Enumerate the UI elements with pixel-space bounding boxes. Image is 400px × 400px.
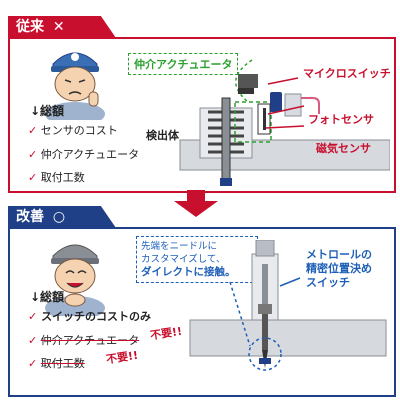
after-tab-mark: ○	[52, 209, 66, 225]
after-item-1-label: スイッチのコストのみ	[41, 310, 152, 323]
check-icon: ✓	[28, 310, 38, 323]
metrol-switch-label: メトロールの 精密位置決め スイッチ	[306, 248, 372, 290]
after-item-2-label: 仲介アクチュエータ	[40, 334, 140, 347]
after-total-label: ↓総額	[30, 290, 65, 304]
needle-note-line-1: 先端をニードルに	[141, 241, 218, 252]
metrol-line-2: 精密位置決め	[306, 262, 372, 275]
check-icon: ✓	[28, 334, 38, 347]
after-item-3: ✓ 取付工数	[28, 355, 85, 371]
smiling-worker-illustration	[45, 244, 105, 316]
down-arrow-icon	[174, 190, 218, 217]
after-item-3-label: 取付工数	[40, 357, 85, 370]
before-total-label: ↓総額	[30, 104, 65, 118]
actuator-callout: 仲介アクチュエータ	[128, 53, 239, 75]
after-item-2: ✓ 仲介アクチュエータ	[28, 332, 139, 348]
check-icon: ✓	[28, 357, 38, 370]
before-mechanism-diagram	[179, 59, 390, 186]
before-tab-mark: ✕	[52, 19, 65, 35]
worried-worker-illustration	[45, 52, 105, 120]
before-tab-label: 従来	[16, 19, 44, 35]
needle-note-line-2: カスタマイズして、	[141, 254, 226, 265]
before-item-3-label: 取付工数	[40, 171, 85, 184]
check-icon: ✓	[28, 171, 38, 184]
check-icon: ✓	[28, 124, 38, 137]
actuator-callout-label: 仲介アクチュエータ	[134, 58, 233, 71]
metrol-line-3: スイッチ	[306, 276, 350, 289]
before-item-1: ✓ センサのコスト	[28, 122, 118, 138]
before-item-2: ✓ 仲介アクチュエータ	[28, 146, 139, 162]
after-tab-label: 改善	[16, 209, 44, 225]
after-item-1: ✓ スイッチのコストのみ	[28, 308, 151, 324]
before-item-2-label: 仲介アクチュエータ	[40, 148, 140, 161]
micro-switch-label: マイクロスイッチ	[303, 67, 391, 80]
needle-note-line-3: ダイレクトに接触。	[141, 266, 236, 278]
photo-sensor-label: フォトセンサ	[308, 113, 374, 126]
check-icon: ✓	[28, 148, 38, 161]
needle-note-callout: 先端をニードルに カスタマイズして、 ダイレクトに接触。	[136, 236, 258, 283]
metrol-line-1: メトロールの	[306, 248, 372, 261]
detector-label: 検出体	[146, 129, 179, 142]
after-tab: 改善 ○	[8, 206, 116, 228]
before-tab: 従来 ✕	[8, 16, 116, 38]
after-mechanism-diagram	[189, 240, 387, 371]
before-item-3: ✓ 取付工数	[28, 169, 85, 185]
before-item-1-label: センサのコスト	[40, 124, 118, 137]
magnetic-sensor-label: 磁気センサ	[316, 142, 371, 155]
